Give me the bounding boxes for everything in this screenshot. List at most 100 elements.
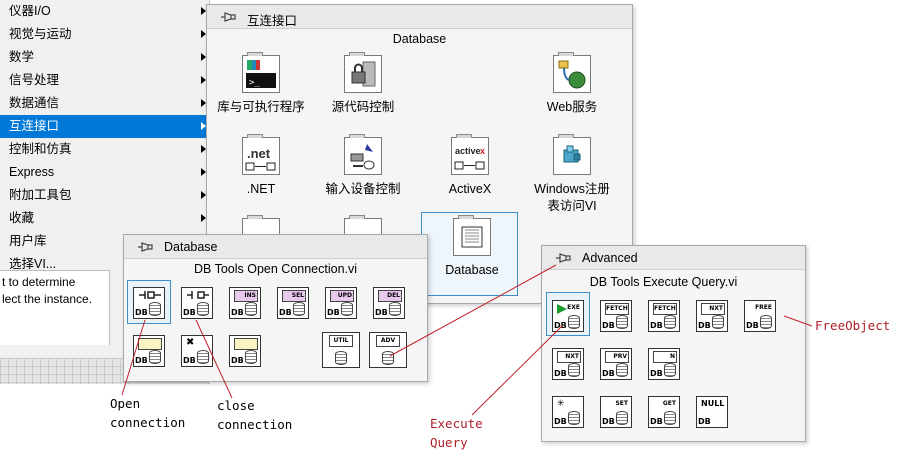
open-connection-vi-icon[interactable]: DB [133,287,165,319]
table-glyph [138,338,162,350]
close-connection-vi-icon[interactable]: DB [181,287,213,319]
vi-tag: NULL [701,399,725,408]
database-icon [453,215,491,256]
menu-item-data-communication[interactable]: 数据通信 [0,92,210,115]
database-cylinder-icon [616,315,628,329]
db-text: DB [698,417,711,426]
dotnet-icon: .net [242,134,280,175]
null-value-vi-icon[interactable]: NULL DB [696,396,728,428]
menu-item-vision-motion[interactable]: 视觉与运动 [0,23,210,46]
update-data-vi-icon[interactable]: UPD DB [325,287,357,319]
menu-item-select-vi[interactable]: 选择VI... [0,253,210,276]
item-label-line: Windows注册 [534,182,610,196]
fetch-all-vi-icon[interactable]: FETCH ALLDB [600,300,632,332]
pin-icon[interactable] [220,10,236,24]
menu-item-instrument-io[interactable]: 仪器I/O [0,0,210,23]
db-text: DB [183,308,196,317]
submenu-arrow-icon [201,168,206,176]
create-parameterized-query-vi-icon[interactable]: ✳DB [552,396,584,428]
db-text: DB [183,356,196,365]
palette-item-database[interactable]: Database [422,215,522,298]
submenu-arrow-icon [201,30,206,38]
item-label: Windows注册表访问VI [512,181,632,215]
item-label: 库与可执行程序 [217,100,305,114]
menu-item-label: 收藏 [9,211,35,225]
palette-item-web-services[interactable]: Web服务 [522,52,622,135]
item-label: 输入设备控制 [325,182,401,196]
menu-item-label: 控制和仿真 [9,142,72,156]
vi-tag: UPD [330,290,354,302]
create-table-vi-icon[interactable]: DB [133,335,165,367]
palette-subtitle: DB Tools Open Connection.vi [193,262,358,276]
db-text: DB [327,308,340,317]
palette-item-dotnet[interactable]: .net .NET [211,134,311,217]
palette-subtitle: DB Tools Execute Query.vi [589,275,738,289]
pin-icon[interactable] [555,251,571,265]
database-cylinder-icon [149,350,161,364]
vi-tag: SET [615,400,628,407]
menu-item-math[interactable]: 数学 [0,46,210,69]
table-to-file-vi-icon[interactable]: DB [229,335,261,367]
vi-tag: FETCH [653,303,677,315]
move-previous-vi-icon[interactable]: PRV DB [600,348,632,380]
move-next-vi-icon[interactable]: NXT DB [552,348,584,380]
utility-folder-icon[interactable]: UTIL [322,332,360,368]
registry-icon [553,134,591,175]
menu-item-favorites[interactable]: 收藏 [0,207,210,230]
menu-item-express[interactable]: Express [0,161,210,184]
database-cylinder-icon [712,315,724,329]
vi-tag: UTIL [329,335,353,347]
db-text: DB [279,308,292,317]
palette-title: 互连接口 [247,14,298,28]
db-text: DB [135,308,148,317]
palette-item-input-device[interactable]: 输入设备控制 [313,134,413,217]
close-connection-annotation: close connection [217,396,292,434]
svg-text:>_: >_ [249,78,260,88]
palette-title: Database [164,240,218,254]
menu-item-label: 数学 [9,50,35,64]
vi-tag: DEL [378,290,402,302]
drop-table-vi-icon[interactable]: ✖DB [181,335,213,367]
db-text: DB [554,369,567,378]
palette-item-source-control[interactable]: 源代码控制 [313,52,413,135]
menu-item-label: 信号处理 [9,73,60,87]
input-device-icon [344,134,382,175]
database-cylinder-icon [335,351,347,365]
submenu-arrow-icon [201,76,206,84]
submenu-arrow-icon [201,191,206,199]
menu-item-addons[interactable]: 附加工具包 [0,184,210,207]
vi-tag: NXT [557,351,581,363]
item-label: Web服务 [546,100,598,114]
database-cylinder-icon [616,363,628,377]
palette-header: 互连接口 [207,5,632,29]
palette-item-libraries-executables[interactable]: >_ 库与可执行程序 [211,52,311,135]
menu-item-signal-processing[interactable]: 信号处理 [0,69,210,92]
free-object-annotation: FreeObject [815,316,890,335]
db-text: DB [602,369,615,378]
pin-icon[interactable] [137,240,153,254]
web-service-icon [553,52,591,93]
vi-tag: FETCH ALL [605,303,629,315]
advanced-folder-icon[interactable]: ADV [369,332,407,368]
svg-text:active: active [455,146,481,156]
vi-tag: PRV [605,351,629,363]
star-glyph: ✳ [557,399,565,409]
db-text: DB [650,417,663,426]
menu-item-control-simulation[interactable]: 控制和仿真 [0,138,210,161]
menu-item-connectivity[interactable]: 互连接口 [0,115,210,138]
palette-item-registry-access[interactable]: Windows注册表访问VI [522,134,622,217]
database-palette: Database DB Tools Open Connection.vi DB … [123,234,428,382]
plug-glyph [186,290,210,302]
